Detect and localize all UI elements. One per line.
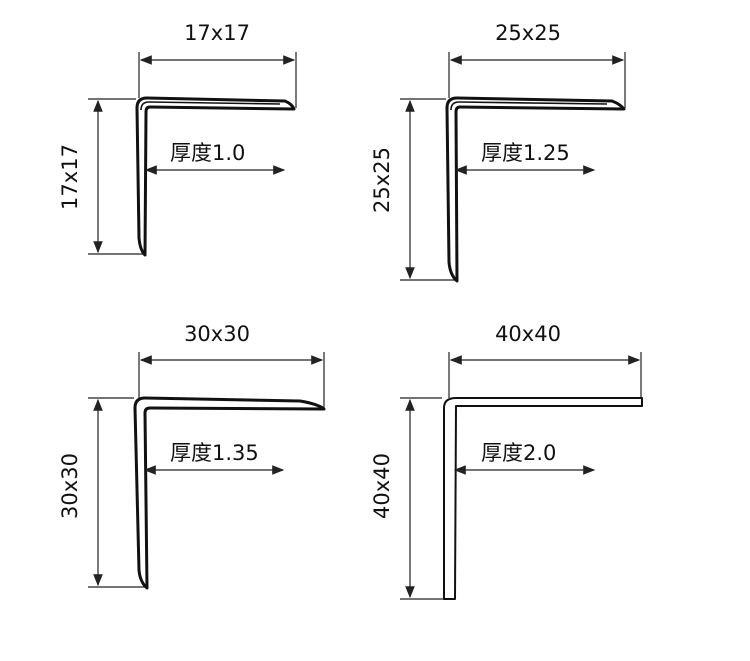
angle-profile-shape [445,96,626,283]
profile-40x40: 40x40 40x40 厚度2.0 [370,322,643,600]
angle-profile-inner-line [450,101,608,111]
profile-25x25: 25x25 25x25 厚度1.25 [370,21,626,283]
angle-profile-shape [133,396,326,590]
angle-profile-shape [135,96,296,257]
height-label: 17x17 [58,144,82,210]
angle-profile-inner-line [140,101,281,111]
thickness-label: 厚度1.35 [170,441,259,465]
width-label: 40x40 [495,322,561,346]
height-label: 30x30 [58,453,82,519]
width-label: 25x25 [495,21,561,45]
width-label: 30x30 [184,322,250,346]
angle-profile-shape [443,397,643,600]
thickness-label: 厚度2.0 [481,441,556,465]
thickness-label: 厚度1.0 [170,141,245,165]
height-label: 25x25 [370,147,394,213]
thickness-label: 厚度1.25 [481,141,570,165]
profile-30x30: 30x30 30x30 厚度1.35 [58,322,326,590]
profile-17x17: 17x17 17x17 厚度1.0 [58,21,297,257]
height-label: 40x40 [370,453,394,519]
width-label: 17x17 [184,21,250,45]
